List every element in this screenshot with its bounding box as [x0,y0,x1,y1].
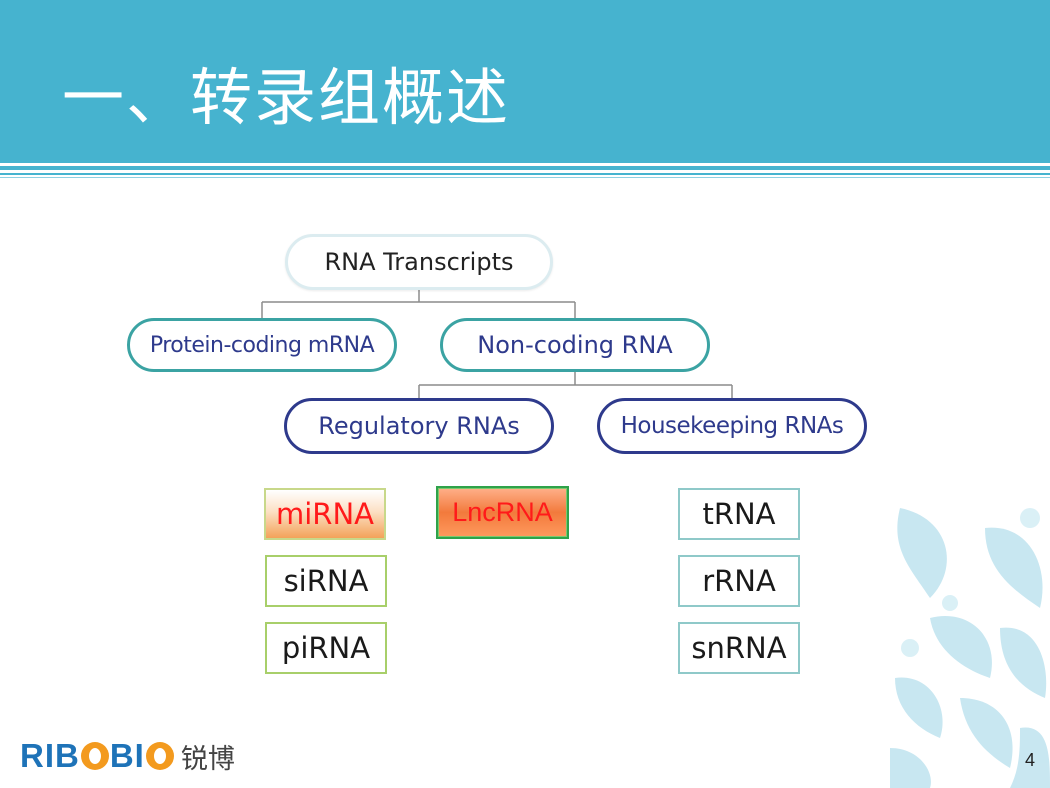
box-rrna: rRNA [678,555,800,607]
box-pirna: piRNA [265,622,387,674]
box-sirna: siRNA [265,555,387,607]
box-lncrna: LncRNA [436,486,569,539]
header-divider [0,166,1050,170]
node-non-coding-rna: Non-coding RNA [440,318,710,372]
ribobio-logo: RIB BI 锐博 [20,736,235,776]
box-mirna: miRNA [264,488,386,540]
logo-chinese-name: 锐博 [180,743,235,775]
logo-text-part1: RIB [20,737,80,774]
header-divider [0,173,1050,175]
logo-o-mark [80,742,109,770]
page-number: 4 [1025,750,1036,770]
node-housekeeping-rnas: Housekeeping RNAs [597,398,867,454]
node-regulatory-rnas: Regulatory RNAs [284,398,554,454]
logo-o-mark [145,742,174,770]
header-banner: 一、转录组概述 [0,0,1050,163]
box-trna: tRNA [678,488,800,540]
header-divider [0,177,1050,178]
page-title: 一、转录组概述 [62,61,511,134]
decorative-droplets [890,508,1050,788]
logo-text-part2: BI [109,737,145,774]
box-snrna: snRNA [678,622,800,674]
node-protein-coding-mrna: Protein-coding mRNA [127,318,397,372]
node-rna-transcripts: RNA Transcripts [285,234,553,290]
